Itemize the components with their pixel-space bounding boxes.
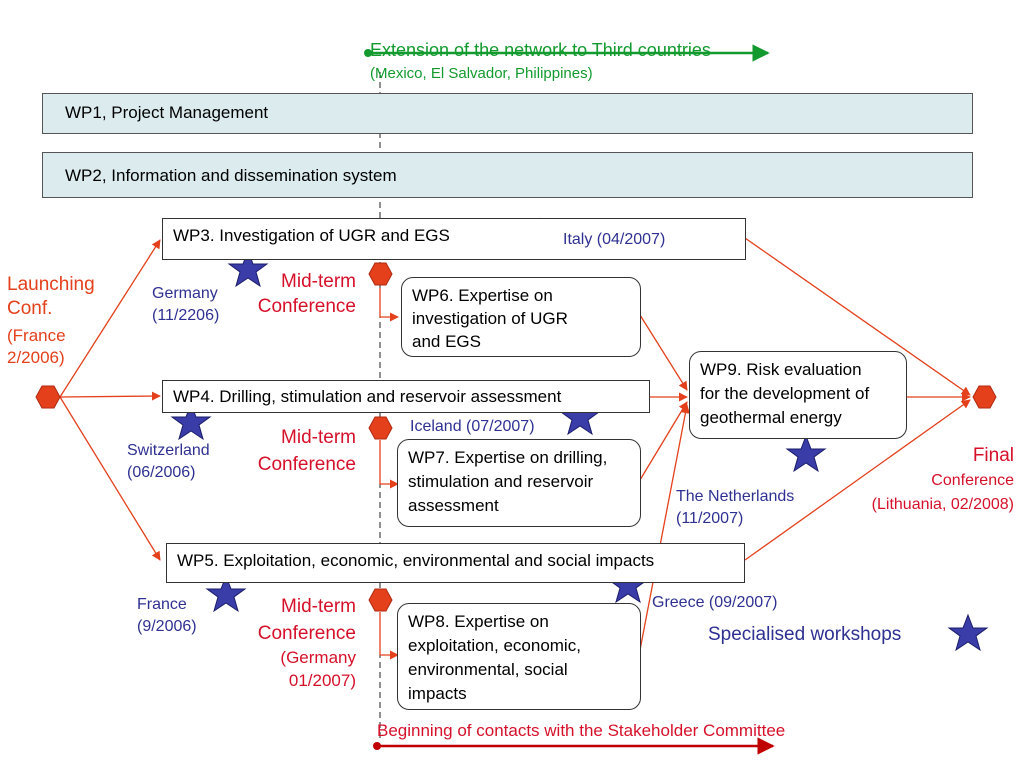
- extension-detail-text: (Mexico, El Salvador, Philippines): [370, 65, 593, 82]
- launching-conference-detail: (France 2/2006): [7, 326, 66, 367]
- legend-specialised-workshops: Specialised workshops: [708, 624, 902, 645]
- stakeholder-label: Beginning of contacts with the Stakehold…: [377, 721, 786, 740]
- final-conference-sub: Conference: [931, 472, 1014, 489]
- midterm-hexagon-3: [368, 588, 393, 612]
- wp3-box: WP3. Investigation of UGR and EGS: [162, 218, 746, 260]
- wp4-box: WP4. Drilling, stimulation and reservoir…: [162, 380, 650, 413]
- wp9-box: WP9. Risk evaluation for the development…: [689, 351, 907, 439]
- wp8-box: WP8. Expertise on exploitation, economic…: [397, 603, 641, 710]
- star-icon-netherlands: [785, 434, 827, 473]
- extension-label: Extension of the network to Third countr…: [370, 17, 711, 85]
- stakeholder-arrow: [373, 737, 775, 755]
- midterm-conference-3: Mid-term Conference: [257, 596, 356, 644]
- extension-arrow: [364, 44, 770, 62]
- workshop-italy: Italy (04/2007): [563, 231, 666, 248]
- wp2-bar: WP2, Information and dissemination syste…: [42, 152, 973, 198]
- wp1-bar: WP1, Project Management: [42, 93, 973, 134]
- star-icon-switzerland: [170, 402, 212, 441]
- extension-main-text: Extension of the network to Third countr…: [370, 40, 711, 60]
- wp5-box: WP5. Exploitation, economic, environment…: [166, 543, 745, 583]
- midterm-conference-1: Mid-term Conference: [257, 271, 356, 317]
- workshop-france: France (9/2006): [137, 596, 197, 635]
- workshop-greece: Greece (09/2007): [652, 594, 778, 611]
- workshop-switzerland: Switzerland (06/2006): [127, 442, 210, 481]
- launching-conference-title: Launching Conf.: [7, 274, 95, 319]
- launch-conference-hexagon: [35, 385, 61, 409]
- wp7-box: WP7. Expertise on drilling, stimulation …: [397, 439, 641, 527]
- connectors: [59, 237, 971, 660]
- final-conference-detail: (Lithuania, 02/2008): [871, 496, 1014, 513]
- wp6-box: WP6. Expertise on investigation of UGR a…: [401, 277, 641, 357]
- midterm-conference-3-detail: (Germany 01/2007): [280, 648, 356, 690]
- final-conference-hexagon: [972, 385, 997, 409]
- workshop-germany: Germany (11/2206): [152, 285, 220, 324]
- midterm-hexagon-2: [368, 416, 393, 440]
- midterm-hexagon-1: [368, 262, 393, 286]
- final-conference-title: Final: [972, 445, 1014, 466]
- workshop-netherlands: The Netherlands (11/2007): [676, 488, 795, 527]
- midterm-conference-2: Mid-term Conference: [257, 427, 356, 475]
- workshop-iceland: Iceland (07/2007): [410, 418, 535, 435]
- star-icon-france: [205, 574, 247, 613]
- star-icon-germany: [227, 249, 269, 288]
- star-icon-legend: [947, 613, 989, 652]
